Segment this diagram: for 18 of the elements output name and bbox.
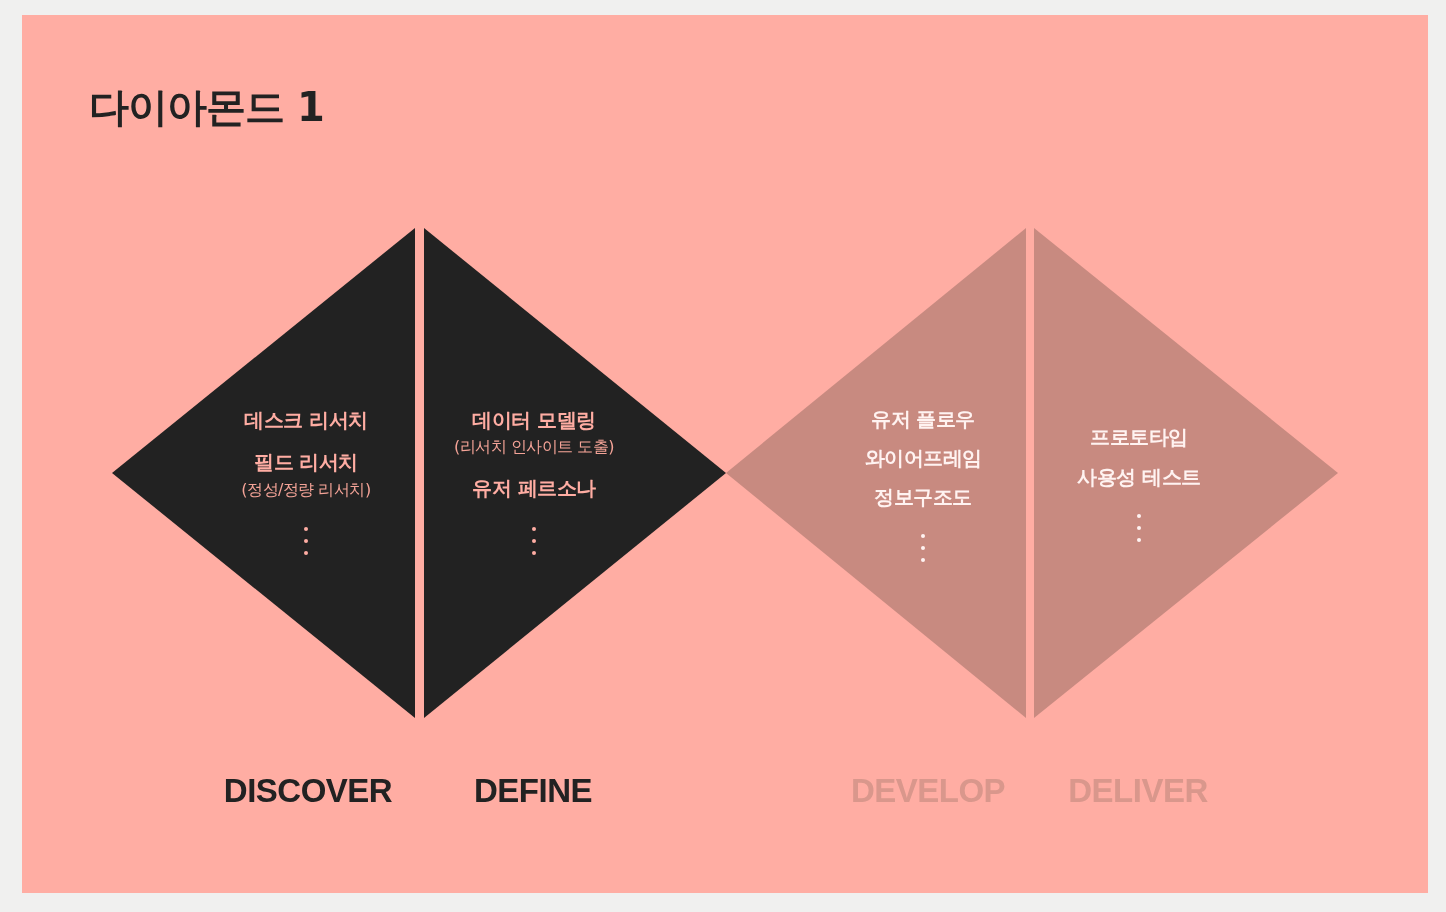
phase-label: DEFINE	[474, 772, 592, 810]
node-text: 프로토타입	[1090, 425, 1188, 449]
triangle-shape	[1034, 228, 1338, 718]
triangle-shape	[112, 228, 415, 718]
diagram-title: 다이아몬드 1	[89, 82, 324, 132]
node-subtitle: (정성/정량 리서치)	[241, 480, 371, 500]
node-text: 유저 플로우	[871, 407, 975, 431]
triangle-shape	[726, 228, 1026, 718]
node-text: 사용성 테스트	[1077, 465, 1201, 489]
node-text: 정보구조도	[874, 485, 972, 509]
node-text: 데스크 리서치	[244, 408, 368, 432]
node-subtitle: (리서치 인사이트 도출)	[453, 437, 615, 457]
node-text: 데이터 모델링	[472, 408, 596, 432]
phase-label: DISCOVER	[223, 772, 393, 810]
triangle-shape	[424, 228, 726, 718]
node-text: 유저 페르소나	[472, 476, 596, 500]
node-text: 필드 리서치	[254, 450, 358, 474]
node-text: 와이어프레임	[864, 446, 982, 470]
